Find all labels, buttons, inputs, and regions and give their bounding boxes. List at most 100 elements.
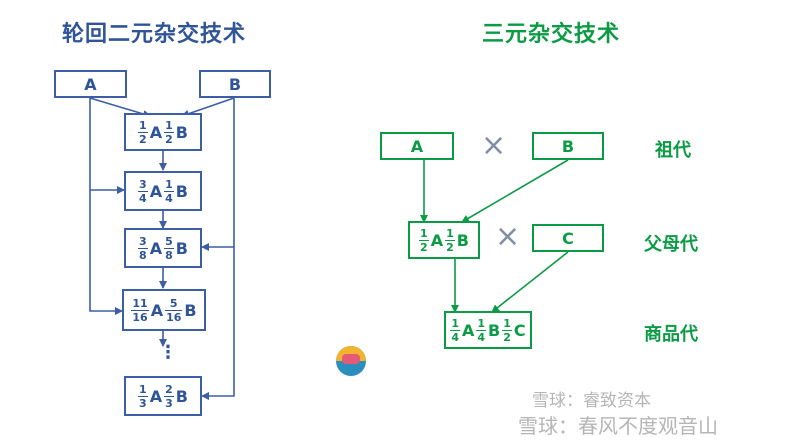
breed-letter: A: [462, 320, 475, 340]
fraction-numerator: 1: [446, 226, 454, 240]
node-a-label: A: [84, 74, 97, 94]
fraction-denominator: 3: [139, 396, 147, 410]
fraction-denominator: 2: [165, 132, 173, 146]
fraction-numerator: 11: [132, 296, 148, 310]
breed-letter: A: [149, 386, 163, 406]
breed-letter: A: [150, 300, 164, 320]
fraction-denominator: 4: [165, 191, 173, 205]
node-rc: C: [532, 224, 604, 252]
breed-letter: A: [430, 230, 444, 250]
fraction-denominator: 2: [446, 240, 454, 254]
node-rb-label: B: [561, 136, 575, 156]
label-grandparent: 祖代: [655, 140, 691, 161]
fraction-denominator: 4: [139, 191, 147, 205]
fraction-numerator: 1: [503, 316, 511, 330]
fraction-numerator: 1: [477, 316, 486, 330]
breed-letter: A: [149, 122, 163, 142]
fraction-denominator: 2: [503, 330, 511, 344]
watermark-line1: 雪球：睿致资本: [532, 391, 651, 411]
edge-rb-f1: [461, 159, 569, 223]
ellipsis: ⋮: [159, 342, 177, 363]
fraction-numerator: 1: [165, 177, 173, 191]
breed-letter: B: [488, 320, 501, 340]
fraction-numerator: 1: [139, 118, 147, 132]
breed-letter: B: [456, 230, 469, 250]
node-ra-label: A: [410, 136, 424, 156]
fraction-numerator: 1: [420, 226, 428, 240]
fraction-numerator: 1: [165, 118, 173, 132]
watermark-line2: 雪球：春风不度观音山: [518, 414, 718, 438]
fraction-numerator: 2: [165, 382, 173, 396]
right-title: 三元杂交技术: [482, 22, 621, 47]
fraction-denominator: 8: [139, 248, 147, 262]
label-parent: 父母代: [644, 234, 698, 255]
fraction-denominator: 8: [165, 248, 173, 262]
fraction-denominator: 16: [132, 310, 148, 324]
breed-letter: B: [175, 122, 188, 142]
fraction-numerator: 5: [165, 234, 173, 248]
node-a: A: [54, 70, 127, 98]
cross-symbol-1: ×: [481, 128, 507, 163]
edge-b-genlast: [201, 98, 235, 400]
fraction-denominator: 4: [451, 330, 459, 344]
fraction-denominator: 2: [139, 132, 147, 146]
fraction-numerator: 3: [139, 234, 147, 248]
breed-letter: B: [175, 386, 188, 406]
breed-letter: A: [149, 181, 163, 201]
fraction-denominator: 3: [165, 396, 173, 410]
fraction-denominator: 2: [420, 240, 428, 254]
node-b: B: [199, 70, 271, 98]
node-rc-label: C: [562, 228, 574, 248]
node-rb: B: [532, 132, 604, 160]
breed-letter: B: [184, 300, 197, 320]
fraction-numerator: 1: [139, 382, 147, 396]
fraction-denominator: 16: [166, 310, 182, 324]
node-ra: A: [380, 132, 454, 160]
node-b-label: B: [228, 74, 242, 94]
fraction-denominator: 4: [477, 330, 486, 344]
breed-letter: B: [175, 181, 188, 201]
breed-letter: B: [175, 238, 188, 258]
fraction-numerator: 3: [139, 177, 147, 191]
breed-letter: A: [149, 238, 163, 258]
fraction-numerator: 1: [451, 316, 459, 330]
cross-symbol-2: ×: [495, 219, 521, 254]
fraction-numerator: 5: [169, 296, 178, 310]
edge-a-gen4: [89, 98, 123, 315]
breed-letter: C: [513, 320, 526, 340]
label-commercial: 商品代: [644, 324, 698, 345]
left-title: 轮回二元杂交技术: [62, 22, 247, 47]
edge-rc-f2: [491, 251, 569, 313]
watermark-logo: [336, 346, 366, 376]
